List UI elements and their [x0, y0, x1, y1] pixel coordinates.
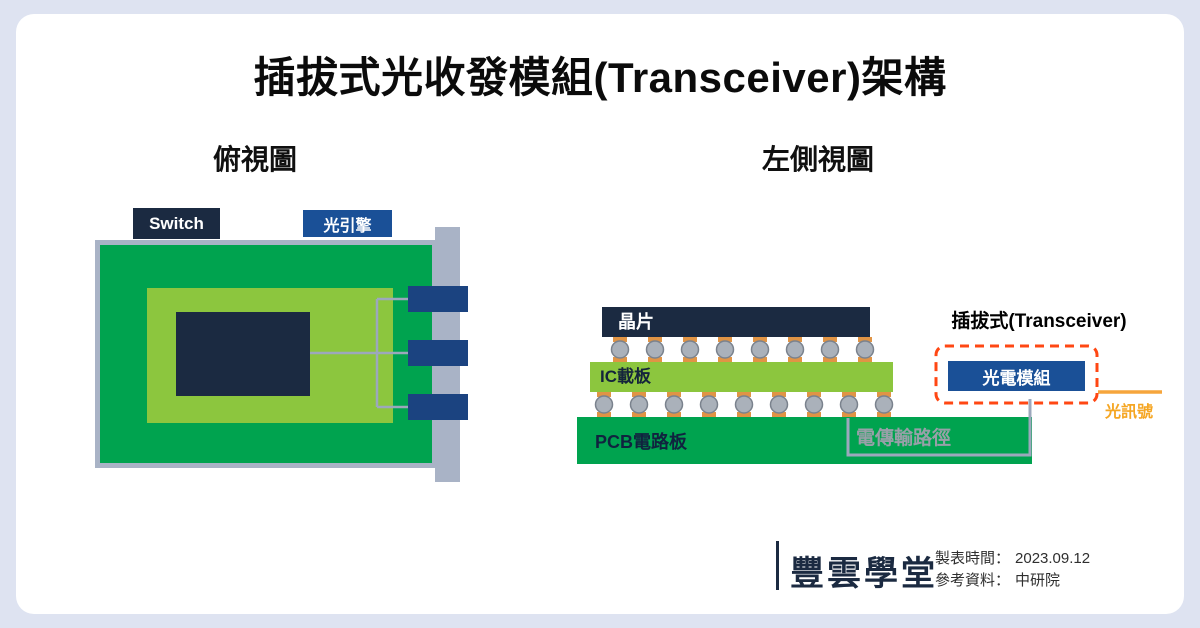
- pluggable-transceiver-label: 插拔式(Transceiver): [951, 311, 1127, 332]
- top-view-heading: 俯視圖: [212, 144, 297, 175]
- brand-divider: [776, 541, 779, 590]
- electrical-path-label: 電傳輸路徑: [856, 428, 952, 449]
- meta-date-row: 製表時間：2023.09.12: [935, 548, 1090, 570]
- side-view-heading: 左側視圖: [761, 144, 874, 175]
- meta-source-label: 參考資料：: [935, 572, 1011, 589]
- meta-info: 製表時間：2023.09.12 參考資料：中研院: [935, 548, 1090, 592]
- meta-date-label: 製表時間：: [935, 550, 1011, 567]
- optical-engine-label: 光引擎: [303, 210, 392, 237]
- ic-carrier-bar: IC載板: [590, 362, 893, 392]
- page-title: 插拔式光收發模組(Transceiver)架構: [253, 54, 947, 101]
- pcb-bar: PCB電路板: [577, 417, 1032, 464]
- brand-logo: 豐雲學堂: [790, 555, 938, 593]
- port-3: [408, 394, 468, 420]
- optical-module-box: 光電模組: [948, 361, 1085, 391]
- optical-signal-label: 光訊號: [1105, 404, 1154, 421]
- switch-label: Switch: [133, 208, 220, 239]
- die-block: [176, 312, 310, 396]
- meta-source-row: 參考資料：中研院: [935, 570, 1090, 592]
- port-2: [408, 340, 468, 366]
- meta-source-value: 中研院: [1015, 572, 1061, 589]
- meta-date-value: 2023.09.12: [1015, 550, 1091, 567]
- port-1: [408, 286, 468, 312]
- chip-bar: 晶片: [602, 307, 870, 337]
